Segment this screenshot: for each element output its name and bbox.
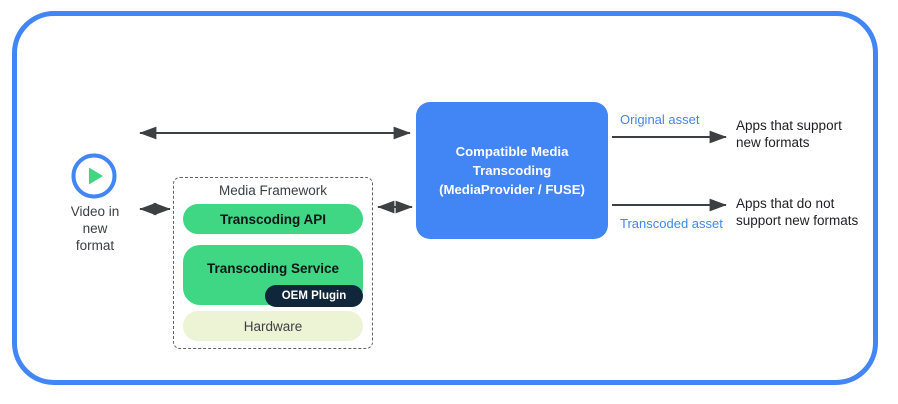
source-label: Video in new format xyxy=(70,204,120,253)
transcoding-api-block[interactable]: Transcoding API xyxy=(183,204,363,234)
media-framework-container xyxy=(173,177,373,349)
oem-plugin-badge[interactable]: OEM Plugin xyxy=(265,285,363,307)
original-asset-edge-label: Original asset xyxy=(620,112,700,127)
media-framework-title: Media Framework xyxy=(218,183,328,198)
play-circle-icon xyxy=(71,153,117,199)
apps-support-new-formats-label: Apps that support new formats xyxy=(736,118,842,150)
transcoded-asset-edge-label: Transcoded asset xyxy=(620,216,723,231)
hardware-block[interactable]: Hardware xyxy=(183,311,363,341)
compatible-media-transcoding-block[interactable]: Compatible Media Transcoding (MediaProvi… xyxy=(416,102,608,239)
apps-no-support-new-formats-label: Apps that do not support new formats xyxy=(736,196,859,228)
